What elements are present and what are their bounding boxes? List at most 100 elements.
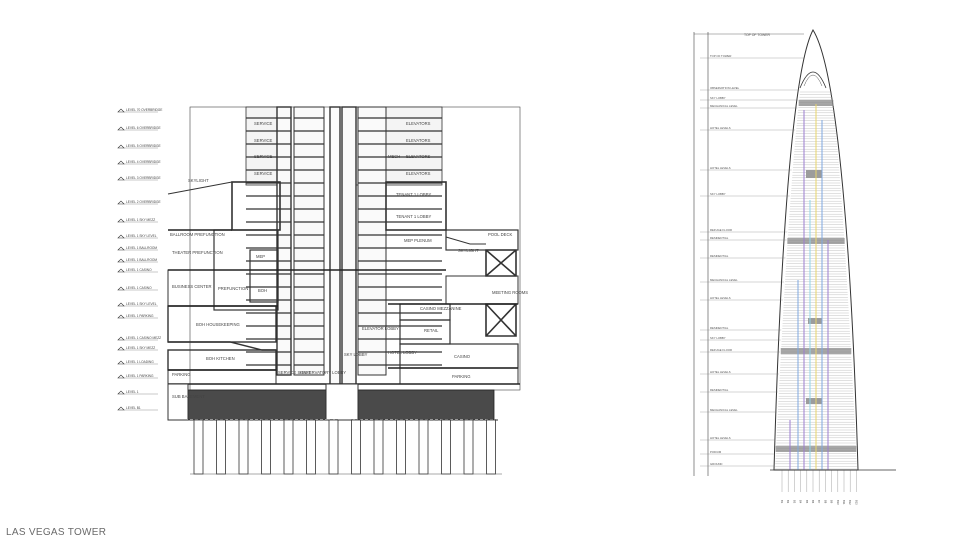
level-mark: LEVEL 1 PARKING [117,374,158,379]
service-block [808,318,822,324]
tower-bottom-tag: B7 [817,500,821,504]
foundation-pile [441,419,451,475]
tower-color-shafts [789,104,829,470]
tower-level-note: MECHANICAL LEVEL [710,104,738,108]
level-mark: LEVEL 5 OVERBRIDGE [117,144,161,149]
level-mark: LEVEL B1 [117,406,158,411]
level-mark-label: LEVEL 1 SKY MEZZ [126,346,155,350]
room-label-tenant-1: TENANT 1 LOBBY [396,192,432,197]
room-label-service-3: SERVICE [254,154,273,159]
tower-bottom-tag: B9 [830,500,834,504]
tower-level-note: TOP OF TOWER [710,54,731,58]
room-label-elevator-4: ELEVATORS [406,171,431,176]
podium-roof-right [445,236,486,245]
room-label-ballroom: BALLROOM PREFUNCTION [170,232,225,237]
room-label-elevator-lobby: ELEVATOR LOBBY [362,326,399,331]
level-mark-label: LEVEL 1 LOADING [126,360,154,364]
level-mark-label: LEVEL 1 PARKING [126,374,154,378]
tower-level-note: MECHANICAL LEVEL [710,408,738,412]
core-pit [325,383,359,421]
tower-bottom-tag: B5 [805,500,809,504]
room-label-mech: MECH [388,154,400,159]
foundation-pile [328,419,339,475]
foundation-pile [261,419,271,475]
tower-level-note: GROUND [710,462,722,466]
room-label-pool-deck: POOL DECK [488,232,512,237]
tower-bottom-tag: B6 [811,500,815,504]
level-mark-label: LEVEL 1 CASINO [126,286,152,290]
level-mark-label: LEVEL 1 BALLROOM [126,258,157,262]
tower-bottom-tag: B11 [842,500,846,505]
tower-level-note: HOTEL LEVELS [710,296,731,300]
foundation-pile [373,419,384,475]
room-label-service-4: SERVICE [254,171,273,176]
podium-section: LEVEL 70 OVERBRIDGE LEVEL 6 OVERBRIDGE LEV… [117,106,528,475]
level-mark-label: LEVEL 1 SKY MEZZ [126,218,155,222]
foundation-pile [216,419,226,475]
basement-left [167,383,189,421]
room-label-casino-mezz: CASINO MEZZANINE [420,306,462,311]
room-label-skylight-right: SKYLIGHT [458,248,479,253]
room-label-service-2: SERVICE [254,138,273,143]
level-mark: LEVEL 1 BALLROOM [117,258,158,263]
level-mark-label: LEVEL 1 SKY LEVEL [126,302,157,306]
level-mark: LEVEL 6 OVERBRIDGE [117,126,161,131]
tower-level-note: REFUGE FLOOR [710,228,732,232]
tower-level-note: MECHANICAL LEVEL [710,278,738,282]
tower-bottom-tag: B4 [799,500,803,504]
tower-bottom-tag: B3 [792,500,796,504]
tower-level-note: OBSERVATION LEVEL [710,86,740,90]
tower-level-note: HOTEL LEVELS [710,370,731,374]
tower-level-notes: TOP OF TOWER OBSERVATION LEVEL SKY LOBBY ME… [700,54,804,467]
room-label-prefunction: PREFUNCTION [218,286,248,291]
level-mark: LEVEL 70 OVERBRIDGE [117,108,162,113]
tower-level-note: RESIDENTIAL [710,236,729,240]
level-mark: LEVEL 1 SKY MEZZ [117,218,158,223]
room-label-parking-left: PARKING [172,372,191,377]
tower-level-note: REFUGE FLOOR [710,348,732,352]
level-mark-label: LEVEL 6 OVERBRIDGE [126,126,161,130]
truss-x2 [485,303,517,337]
level-mark: LEVEL 1 SKY LEVEL [117,234,158,239]
room-label-elevator-3: ELEVATORS [406,154,431,159]
room-label-mep: MEP [256,254,265,259]
tower-level-note: SKY LOBBY [710,192,726,196]
tower-crown [799,71,827,89]
level-mark-label: LEVEL B1 [126,406,141,410]
truss-x1 [485,249,517,277]
tower-top-dim: TOP OF TOWER [744,33,770,37]
room-label-parking-right: PARKING [452,374,471,379]
shaft-c [329,106,341,398]
level-mark-label: LEVEL 1 [126,390,139,394]
tower-level-note: HOTEL LEVELS [710,436,731,440]
level-mark: LEVEL 1 PARKING [117,314,158,319]
level-mark-label: LEVEL 5 OVERBRIDGE [126,144,161,148]
room-label-retail: RETAIL [424,328,439,333]
level-mark: LEVEL 1 SKY MEZZ [117,346,158,351]
podium-level-marks: LEVEL 70 OVERBRIDGE LEVEL 6 OVERBRIDGE LEV… [117,108,162,411]
room-label-sky-lobby: SKY LOBBY [344,352,368,357]
room-label-tenant-2: TENANT 1 LOBBY [396,214,432,219]
room-label-skylight-upper: SKYLIGHT [188,178,209,183]
room-label-business: BUSINESS CENTER [172,284,212,289]
tower-level-note: SKY LOBBY [710,96,726,100]
tower-level-note: HOTEL LEVELS [710,126,731,130]
tower-bottom-tag: B10 [836,500,840,505]
foundation-pile [238,419,249,475]
level-mark: LEVEL 1 BALLROOM [117,246,158,251]
foundation-pile [351,419,361,475]
room-labels: SERVICESERVICESERVICESERVICEELEVATORSELE… [170,121,528,399]
level-mark-label: LEVEL 1 PARKING [126,314,154,318]
podium-slab-lines [168,229,520,385]
foundation-pile [283,419,294,475]
level-mark-label: LEVEL 4 OVERBRIDGE [126,160,161,164]
foundation-pile [396,419,406,475]
tower-level-note: RESIDENTIAL [710,388,729,392]
tower-bottom-tag: B1 [780,500,784,504]
room-label-boh: BOH [258,288,267,293]
room-label-mep-plenum: MEP PLENUM [404,238,432,243]
level-mark: LEVEL 3 OVERBRIDGE [117,176,161,181]
level-mark: LEVEL 1 LOADING [117,360,158,365]
level-mark: LEVEL 4 OVERBRIDGE [117,160,161,165]
